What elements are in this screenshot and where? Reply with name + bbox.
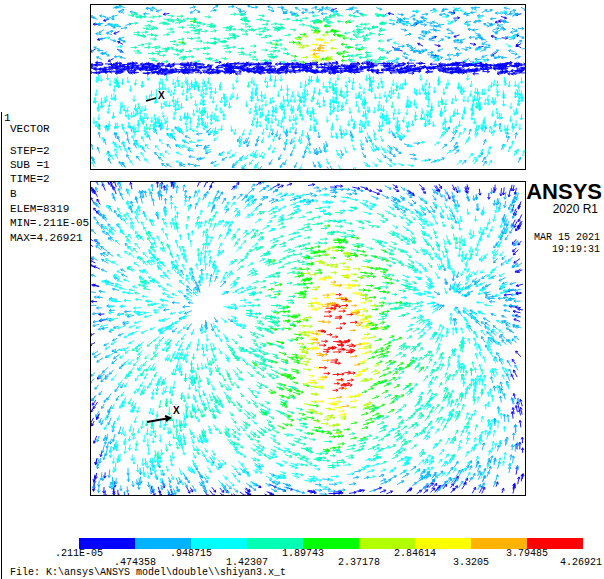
legend-swatch [527, 538, 583, 549]
legend-swatch [247, 538, 303, 549]
substep-info: SUB =1 [10, 159, 50, 171]
release-version: 2020 R1 [553, 203, 598, 216]
legend-swatch [191, 538, 247, 549]
legend-value: 2.84614 [394, 549, 436, 559]
legend-value: 1.89743 [282, 549, 324, 559]
legend-swatch [359, 538, 415, 549]
axis-label: X [157, 90, 166, 101]
field-arrows [309, 38, 330, 58]
date-stamp: MAR 15 2021 [534, 233, 600, 243]
field-arrows [311, 281, 362, 408]
minimum-value: MIN=.211E-05 [10, 217, 89, 229]
legend-swatch [471, 538, 527, 549]
field-arrows [92, 7, 525, 169]
field-arrows [313, 44, 325, 55]
bottom-vector-field [91, 182, 524, 495]
legend-swatch [303, 538, 359, 549]
axis-label: X [172, 405, 181, 416]
time-stamp: 19:19:31 [552, 245, 600, 255]
brand-logo: ANSYS [526, 180, 602, 204]
top-vector-field [91, 5, 525, 169]
legend-swatch [135, 538, 191, 549]
field-arrows [124, 207, 484, 469]
field-arrows [307, 268, 370, 415]
legend-value: 1.42307 [226, 558, 268, 568]
time-info: TIME=2 [10, 173, 50, 185]
field-arrows [91, 182, 524, 495]
legend-value: 3.3205 [453, 558, 489, 568]
field-arrows [91, 5, 525, 169]
legend-value: .948715 [170, 549, 212, 559]
file-path: File: K:\ansys\ANSYS model\double\\shiya… [10, 568, 286, 578]
legend-value: 2.37178 [338, 558, 380, 568]
legend-value: 4.26921 [560, 558, 602, 568]
maximum-value: MAX=4.26921 [10, 232, 83, 244]
step-info: STEP=2 [10, 145, 50, 157]
result-item: B [10, 188, 17, 200]
field-arrows [297, 247, 383, 435]
legend-value: .474358 [114, 558, 156, 568]
bottom-view-frame [91, 182, 526, 496]
axis-triad [147, 416, 170, 422]
color-bar [79, 538, 583, 549]
legend-swatch [415, 538, 471, 549]
field-arrows [252, 225, 424, 453]
window-number: 1 [4, 112, 11, 124]
window-border [1, 112, 2, 579]
legend-swatch [79, 538, 135, 549]
element-info: ELEM=8319 [10, 203, 69, 215]
axis-triad [146, 98, 156, 101]
field-arrows [91, 182, 522, 495]
field-arrows [296, 31, 337, 62]
field-arrows [101, 189, 513, 489]
top-view-frame [91, 5, 526, 170]
field-arrows [178, 20, 364, 64]
field-arrows [97, 12, 509, 131]
plot-type: VECTOR [10, 123, 50, 135]
legend-value: 3.79485 [506, 549, 548, 559]
field-arrows [318, 293, 357, 391]
legend-value: .211E-05 [55, 549, 103, 559]
